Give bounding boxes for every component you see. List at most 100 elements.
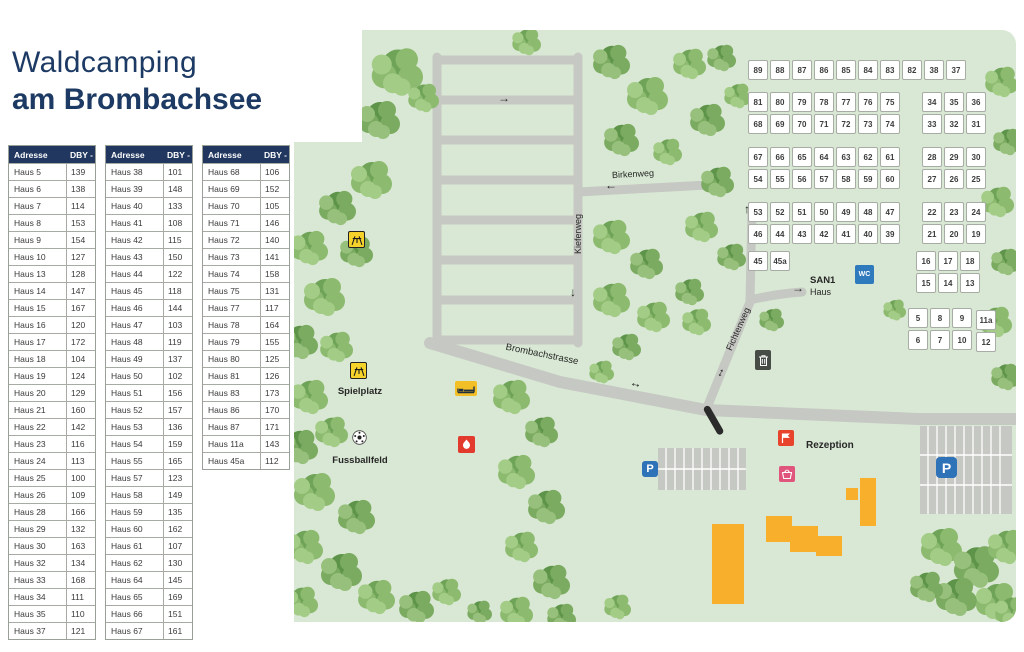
plot-cell: 30 bbox=[966, 147, 986, 167]
playground-icon bbox=[348, 231, 365, 248]
direction-arrow-down-icon: ↓ bbox=[570, 285, 576, 299]
plot-cell: 82 bbox=[902, 60, 922, 80]
campfire-icon bbox=[458, 436, 475, 453]
road-barrier bbox=[703, 405, 724, 435]
plot-cell: 81 bbox=[748, 92, 768, 112]
plot-cell: 40 bbox=[858, 224, 878, 244]
plot-cell: 83 bbox=[880, 60, 900, 80]
plot-cell: 17 bbox=[938, 251, 958, 271]
plot-cell: 23 bbox=[944, 202, 964, 222]
spielplatz-label: Spielplatz bbox=[337, 386, 383, 397]
plot-cell: 20 bbox=[944, 224, 964, 244]
title-line1: Waldcamping bbox=[12, 46, 198, 79]
fussballfeld-label: Fussballfeld bbox=[332, 455, 388, 466]
parking-lot-left bbox=[658, 448, 746, 490]
plot-cell: 73 bbox=[858, 114, 878, 134]
plot-cell: 67 bbox=[748, 147, 768, 167]
parking-icon: P bbox=[642, 461, 658, 477]
plot-cell: 34 bbox=[922, 92, 942, 112]
plot-cell: 50 bbox=[814, 202, 834, 222]
plot-cell: 28 bbox=[922, 147, 942, 167]
plot-cell: 8 bbox=[930, 308, 950, 328]
plot-cell: 6 bbox=[908, 330, 928, 350]
plot-cell: 62 bbox=[858, 147, 878, 167]
plot-cell: 65 bbox=[792, 147, 812, 167]
plot-cell: 44 bbox=[770, 224, 790, 244]
title-panel bbox=[8, 30, 362, 142]
plot-cell: 24 bbox=[966, 202, 986, 222]
rezeption-flag-icon bbox=[778, 430, 794, 446]
plot-cell: 10 bbox=[952, 330, 972, 350]
plot-cell: 22 bbox=[922, 202, 942, 222]
plot-cell: 66 bbox=[770, 147, 790, 167]
plot-cell: 5 bbox=[908, 308, 928, 328]
plot-cell: 68 bbox=[748, 114, 768, 134]
plot-cell: 52 bbox=[770, 202, 790, 222]
two-way-arrow-icon: ↔ bbox=[628, 374, 644, 392]
plot-cell: 38 bbox=[924, 60, 944, 80]
plot-cell: 32 bbox=[944, 114, 964, 134]
plot-cell: 70 bbox=[792, 114, 812, 134]
plot-cell: 49 bbox=[836, 202, 856, 222]
plot-cell: 54 bbox=[748, 169, 768, 189]
plot-cell: 21 bbox=[922, 224, 942, 244]
plot-cell: 69 bbox=[770, 114, 790, 134]
plot-cell: 33 bbox=[922, 114, 942, 134]
direction-arrow-left-icon: ← bbox=[605, 178, 617, 192]
plot-cell: 71 bbox=[814, 114, 834, 134]
plot-cell: 46 bbox=[748, 224, 768, 244]
plot-cell: 47 bbox=[880, 202, 900, 222]
plot-cell: 45 bbox=[748, 251, 768, 271]
plot-cell: 87 bbox=[792, 60, 812, 80]
plot-cell: 77 bbox=[836, 92, 856, 112]
plot-cell: 18 bbox=[960, 251, 980, 271]
plot-cell: 89 bbox=[748, 60, 768, 80]
san1-arrow-icon: → bbox=[792, 281, 804, 295]
wc-icon: WC bbox=[855, 265, 874, 284]
plot-cell: 79 bbox=[792, 92, 812, 112]
direction-arrow-up-icon: ↑ bbox=[744, 202, 750, 216]
plot-cell: 57 bbox=[814, 169, 834, 189]
plot-cell: 58 bbox=[836, 169, 856, 189]
plot-cell: 74 bbox=[880, 114, 900, 134]
plot-cell: 51 bbox=[792, 202, 812, 222]
plot-cell: 80 bbox=[770, 92, 790, 112]
plot-cell: 13 bbox=[960, 273, 980, 293]
plot-cell: 59 bbox=[858, 169, 878, 189]
title-line2: am Brombachsee bbox=[12, 83, 263, 116]
plot-cell: 42 bbox=[814, 224, 834, 244]
